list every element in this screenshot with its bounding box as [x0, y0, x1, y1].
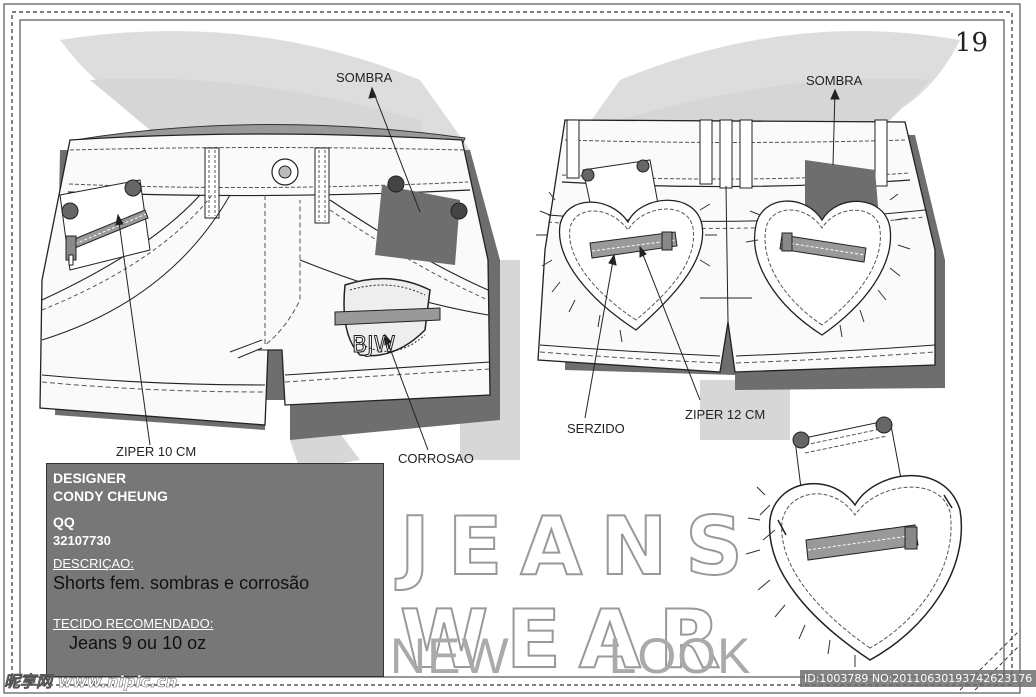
designer-name: CONDY CHEUNG — [53, 488, 168, 504]
qq-label: QQ — [53, 514, 75, 530]
back-shorts — [536, 119, 945, 390]
qq-number: 32107730 — [53, 533, 111, 548]
front-shorts: BJW — [39, 124, 500, 440]
tecido-label: TECIDO RECOMENDADO: — [53, 616, 214, 631]
tecido-text: Jeans 9 ou 10 oz — [69, 633, 207, 653]
new-look-text: NEW LOOK — [390, 627, 752, 685]
back-heart-pocket-right — [745, 193, 911, 338]
page-number: 19 — [954, 28, 988, 58]
site-watermark: 昵享网 www.nipic.cn — [4, 672, 178, 692]
look-word: LOOK — [608, 628, 752, 684]
corrosion-emblem: BJW — [334, 277, 441, 359]
designer-info-box: DESIGNER CONDY CHEUNG QQ 32107730 DESCRI… — [46, 463, 384, 677]
label-sombra-front: SOMBRA — [336, 70, 393, 85]
new-word: NEW — [390, 628, 510, 684]
label-ziper-10: ZIPER 10 CM — [116, 444, 197, 459]
descricao-text: Shorts fem. sombras e corrosão — [53, 573, 310, 593]
back-heart-pocket-left — [536, 191, 717, 343]
page-border — [3, 3, 1021, 694]
designer-label: DESIGNER — [53, 470, 127, 486]
image-id-watermark: ID:1003789 NO:20110630193742623176 — [800, 670, 1036, 687]
descricao-label: DESCRIÇAO: — [53, 556, 134, 571]
label-serzido: SERZIDO — [567, 421, 625, 436]
callout-arrows — [115, 86, 840, 451]
label-sombra-back: SOMBRA — [806, 73, 863, 88]
label-corrosao: CORROSAO — [398, 451, 474, 466]
detail-heart-pocket — [745, 416, 963, 667]
front-zipper — [65, 209, 149, 266]
jeans-wear-logo-text: JEANS WEAR — [399, 499, 761, 687]
front-shadow-patch — [375, 185, 460, 265]
label-ziper-12: ZIPER 12 CM — [685, 407, 766, 422]
